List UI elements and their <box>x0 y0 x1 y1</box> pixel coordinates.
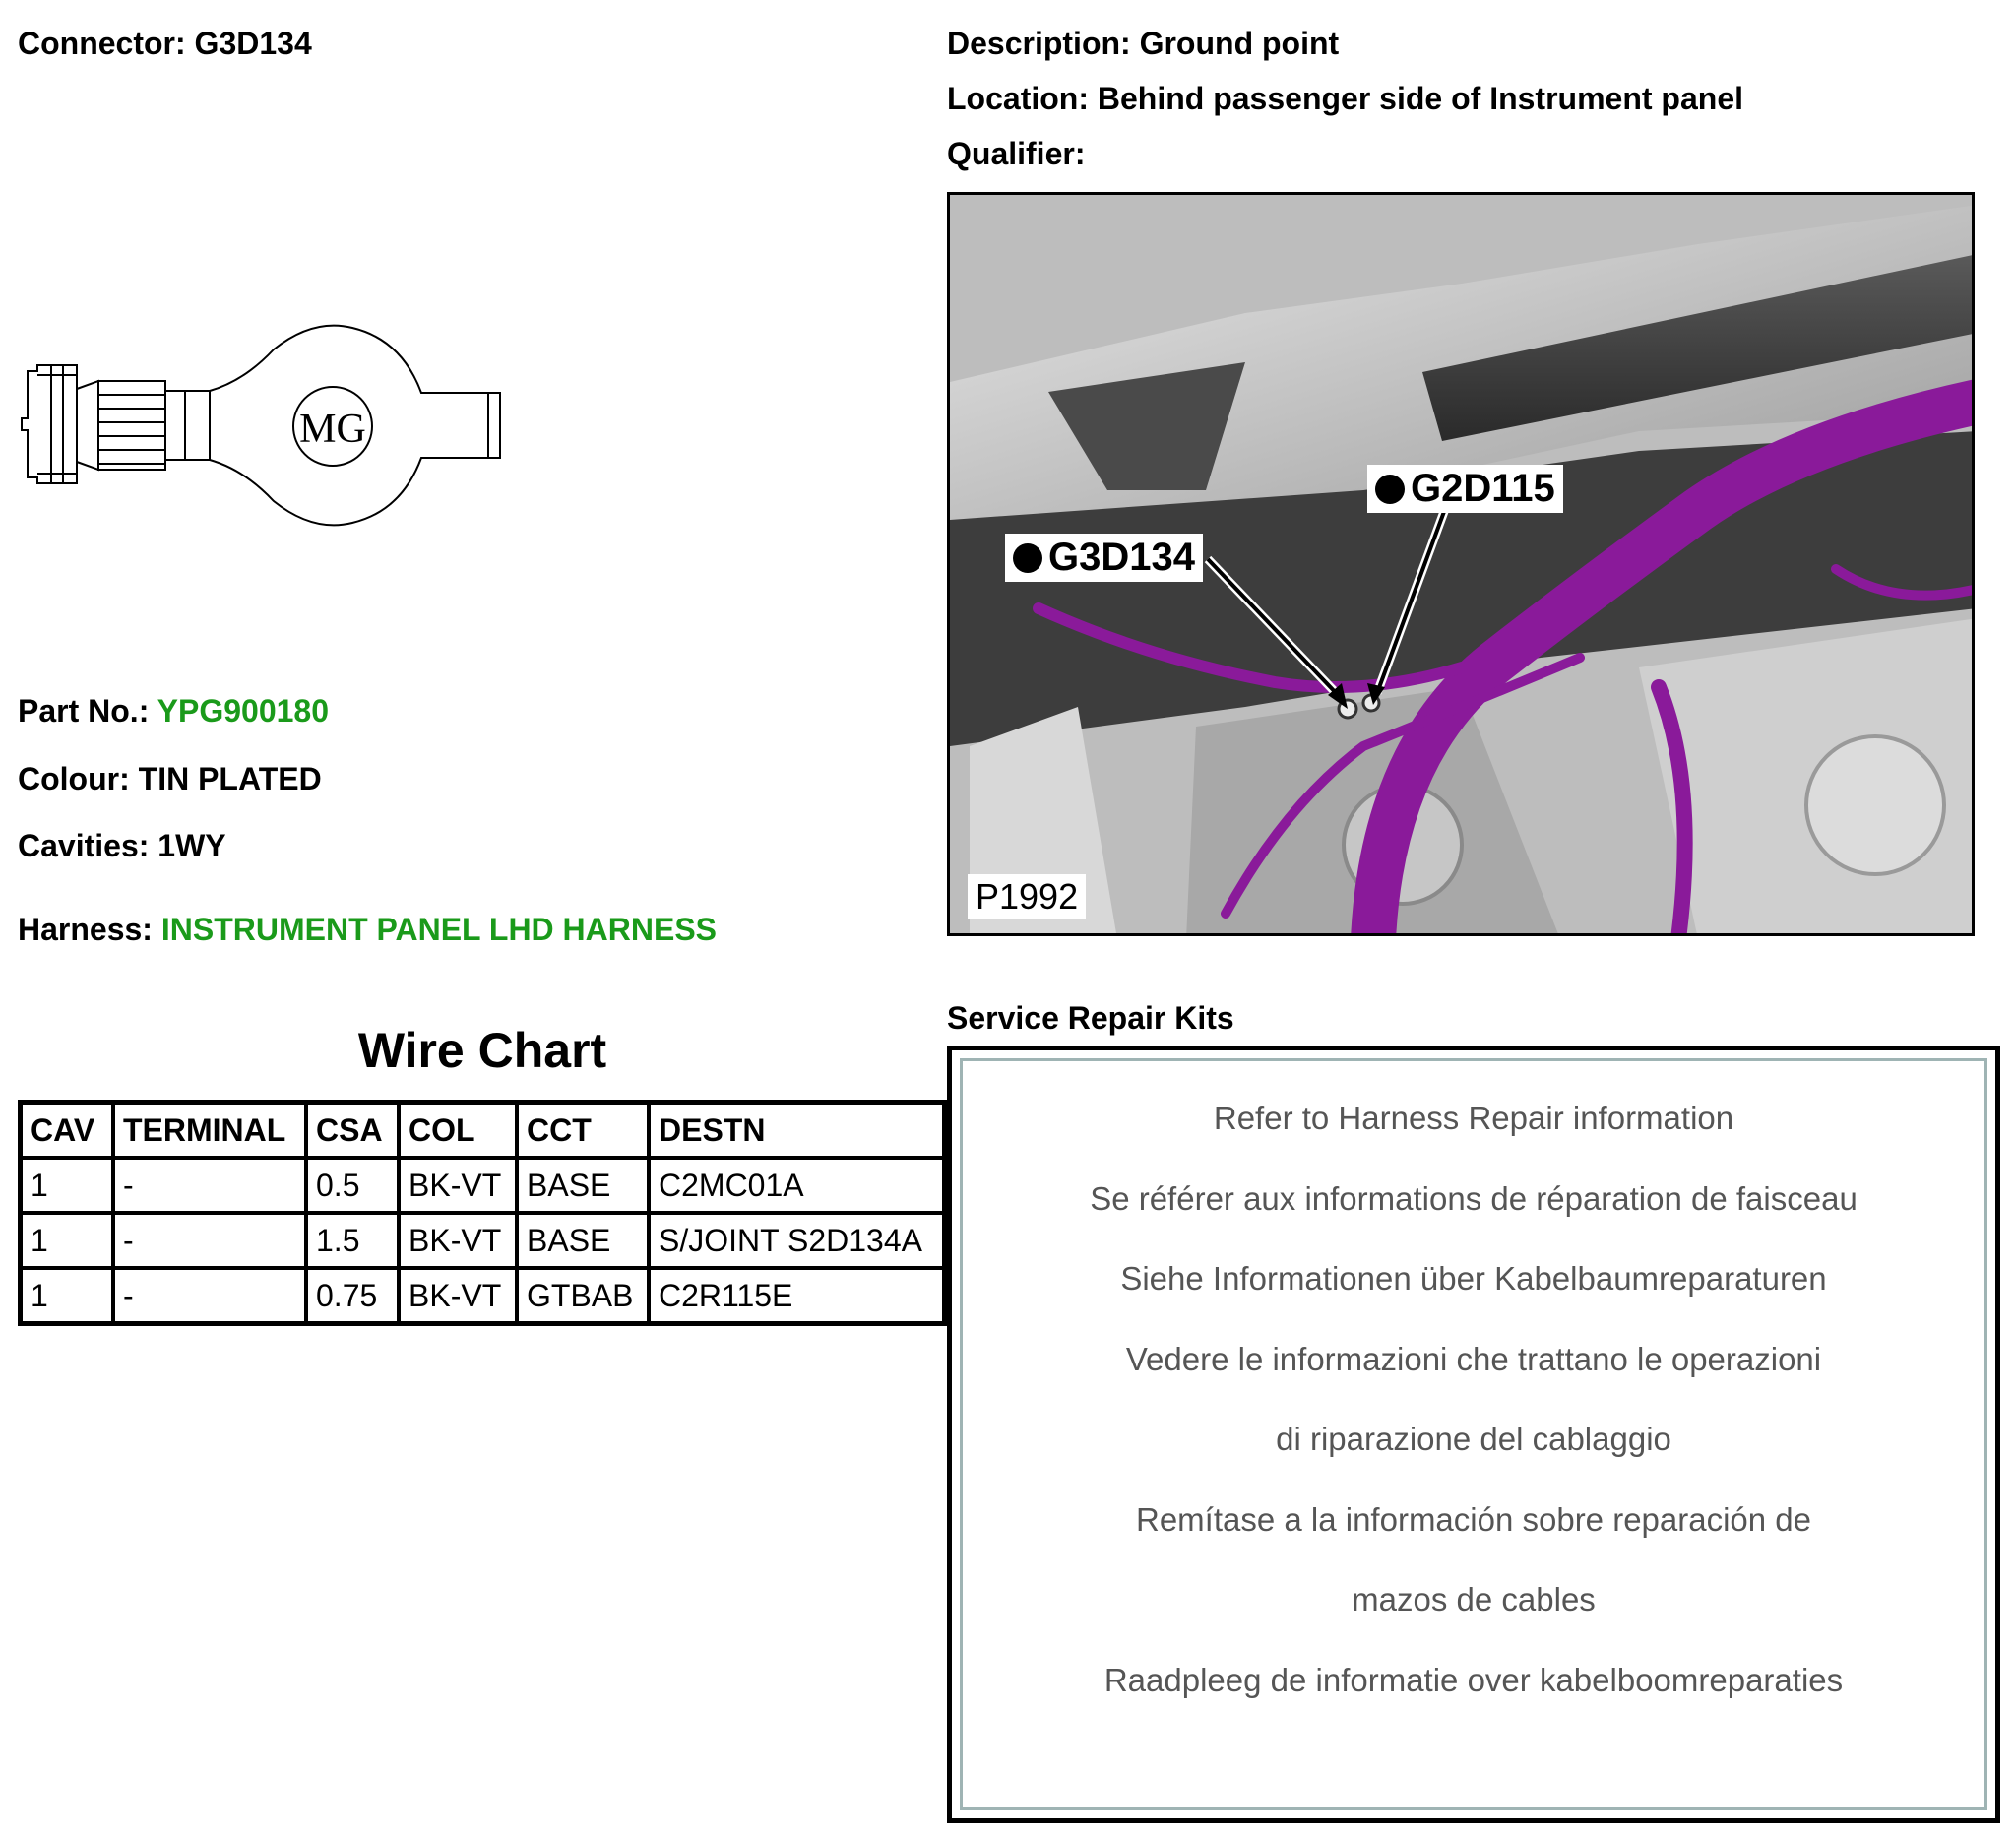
srk-line-es-1: Remítase a la información sobre reparaci… <box>1135 1500 1812 1538</box>
srk-line-nl: Raadpleeg de informatie over kabelboomre… <box>1103 1661 1844 1698</box>
srk-line-de: Siehe Informationen über Kabelbaumrepara… <box>1120 1260 1827 1297</box>
header-terminal: TERMINAL <box>111 1100 308 1160</box>
colour-line: Colour: TIN PLATED <box>18 761 322 797</box>
srk-line-fr: Se référer aux informations de réparatio… <box>1090 1179 1858 1217</box>
service-repair-kits-title: Service Repair Kits <box>947 1000 1234 1036</box>
service-repair-kits-text: Refer to Harness Repair information Se r… <box>963 1097 1984 1739</box>
connector-value: G3D134 <box>194 26 312 61</box>
srk-line-es-2: mazos de cables <box>1352 1581 1596 1617</box>
part-no-link[interactable]: YPG900180 <box>157 693 330 729</box>
callout-g3d134: G3D134 <box>1005 534 1203 582</box>
cavities-label: Cavities: <box>18 828 150 863</box>
srk-line-it-1: Vedere le informazioni che trattano le o… <box>1125 1340 1822 1377</box>
cell-cct: BASE <box>515 1156 651 1215</box>
cell-cav: 1 <box>18 1266 115 1326</box>
srk-line-en: Refer to Harness Repair information <box>1213 1100 1734 1136</box>
cell-csa: 1.5 <box>304 1211 401 1270</box>
header-destn: DESTN <box>647 1100 947 1160</box>
location-line: Location: Behind passenger side of Instr… <box>947 81 1743 117</box>
cell-terminal: - <box>111 1211 308 1270</box>
header-col: COL <box>397 1100 519 1160</box>
cell-terminal: - <box>111 1156 308 1215</box>
wire-chart-table: CAV TERMINAL CSA COL CCT DESTN 1 - 0.5 B… <box>18 1100 947 1326</box>
qualifier-line: Qualifier: <box>947 136 1085 172</box>
harness-label: Harness: <box>18 912 153 947</box>
service-repair-kits-panel: Refer to Harness Repair information Se r… <box>947 1046 2000 1823</box>
srk-line-it-2: di riparazione del cablaggio <box>1276 1421 1671 1457</box>
table-header-row: CAV TERMINAL CSA COL CCT DESTN <box>18 1100 947 1160</box>
connector-marking: MG <box>299 407 366 452</box>
cell-terminal: - <box>111 1266 308 1326</box>
cell-destn: S/JOINT S2D134A <box>647 1211 947 1270</box>
wire-chart-title: Wire Chart <box>357 1023 607 1078</box>
cavities-value: 1WY <box>158 828 226 863</box>
qualifier-label: Qualifier: <box>947 136 1086 171</box>
location-image: G2D115 G3D134 P1992 <box>947 192 1975 936</box>
connector-drawing: MG <box>18 320 530 546</box>
cell-col: BK-VT <box>397 1156 519 1215</box>
location-label: Location: <box>947 81 1089 116</box>
table-row: 1 - 0.5 BK-VT BASE C2MC01A <box>18 1156 947 1215</box>
image-reference: P1992 <box>968 874 1087 920</box>
header-cct: CCT <box>515 1100 651 1160</box>
description-value: Ground point <box>1139 26 1340 61</box>
cell-cct: GTBAB <box>515 1266 651 1326</box>
table-row: 1 - 0.75 BK-VT GTBAB C2R115E <box>18 1266 947 1326</box>
service-repair-kits-inner: Refer to Harness Repair information Se r… <box>960 1058 1987 1810</box>
part-no-label: Part No.: <box>18 693 150 729</box>
colour-value: TIN PLATED <box>138 761 322 796</box>
cell-cav: 1 <box>18 1211 115 1270</box>
harness-line: Harness: INSTRUMENT PANEL LHD HARNESS <box>18 912 717 948</box>
cell-csa: 0.5 <box>304 1156 401 1215</box>
connector-label: Connector: <box>18 26 186 61</box>
bullet-icon <box>1375 475 1405 504</box>
harness-link[interactable]: INSTRUMENT PANEL LHD HARNESS <box>160 912 718 947</box>
cavities-line: Cavities: 1WY <box>18 828 226 864</box>
colour-label: Colour: <box>18 761 130 796</box>
description-line: Description: Ground point <box>947 26 1339 62</box>
cell-cct: BASE <box>515 1211 651 1270</box>
description-label: Description: <box>947 26 1131 61</box>
header-csa: CSA <box>304 1100 401 1160</box>
location-value: Behind passenger side of Instrument pane… <box>1097 81 1743 116</box>
cell-col: BK-VT <box>397 1211 519 1270</box>
table-row: 1 - 1.5 BK-VT BASE S/JOINT S2D134A <box>18 1211 947 1270</box>
cell-cav: 1 <box>18 1156 115 1215</box>
connector-line: Connector: G3D134 <box>18 26 312 62</box>
cell-destn: C2MC01A <box>647 1156 947 1215</box>
cell-col: BK-VT <box>397 1266 519 1326</box>
bullet-icon <box>1013 543 1042 573</box>
part-no-line: Part No.: YPG900180 <box>18 693 329 729</box>
callout-g2d115: G2D115 <box>1367 465 1563 513</box>
cell-csa: 0.75 <box>304 1266 401 1326</box>
cell-destn: C2R115E <box>647 1266 947 1326</box>
header-cav: CAV <box>18 1100 115 1160</box>
